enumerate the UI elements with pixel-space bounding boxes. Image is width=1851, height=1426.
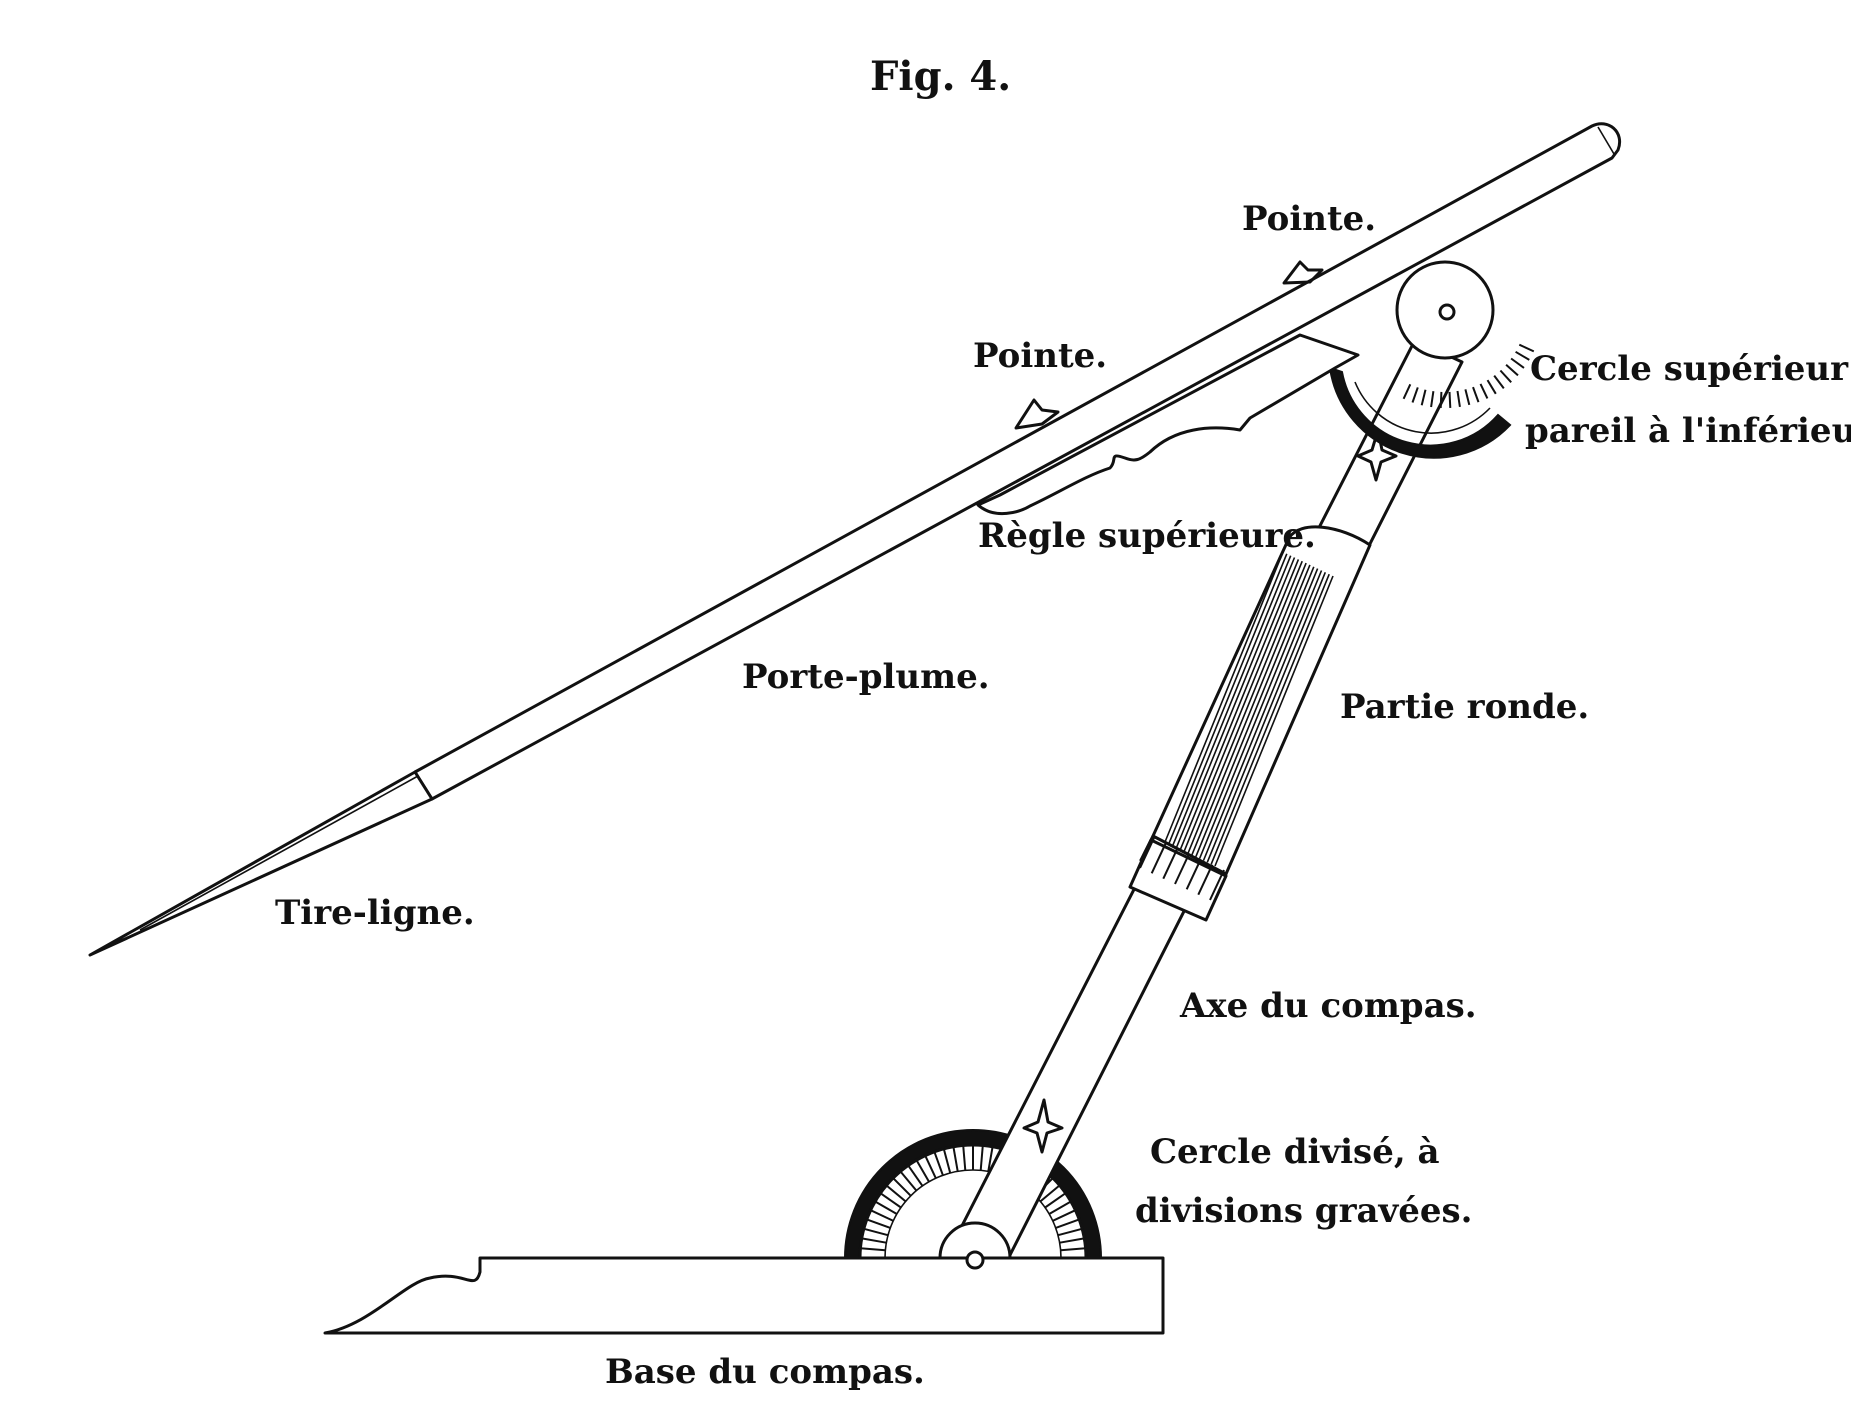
knurl-line <box>1210 573 1330 865</box>
graduation-tick <box>899 1170 918 1192</box>
graduation-tick <box>1499 369 1512 383</box>
graduation-tick <box>924 1155 937 1179</box>
graduation-tick <box>1456 390 1461 408</box>
lower-pivot-hole <box>965 1250 985 1270</box>
knurl-line <box>1183 560 1303 852</box>
graduation-tick <box>1518 343 1535 353</box>
graduation-tick <box>1493 375 1505 389</box>
upper-circle <box>1328 260 1535 459</box>
label-pointe-lower: Pointe. <box>973 336 1107 376</box>
knurl-line <box>1206 571 1327 863</box>
graduation-tick <box>1411 387 1419 403</box>
graduation-tick <box>874 1200 898 1215</box>
graduation-tick <box>1486 379 1497 395</box>
knurl-line <box>1179 559 1300 850</box>
graduation-tick <box>863 1227 889 1237</box>
graduation-tick <box>933 1151 944 1176</box>
label-axe-du-compas: Axe du compas. <box>1179 986 1477 1026</box>
graduation-tick <box>1448 391 1452 408</box>
graduation-tick <box>1472 386 1480 403</box>
knurl-line <box>1191 564 1311 856</box>
graduation-tick <box>1439 391 1443 408</box>
label-cercle-superieur-line1: Cercle supérieur <box>1530 349 1849 389</box>
collar-ridge <box>1174 853 1190 885</box>
graduation-tick <box>1464 389 1471 406</box>
label-pointe-upper: Pointe. <box>1242 199 1376 239</box>
graduation-tick <box>879 1192 902 1209</box>
knurl-line <box>1198 568 1319 859</box>
graduation-tick <box>892 1177 912 1197</box>
graduation-tick <box>1510 357 1525 369</box>
graduation-tick <box>1052 1209 1076 1222</box>
graduation-tick <box>1039 1184 1061 1203</box>
graduation-tick <box>1420 389 1427 406</box>
collar-ridge <box>1139 837 1155 869</box>
point-ornament-lower <box>1014 398 1060 430</box>
figure-title: Fig. 4. <box>870 53 1011 100</box>
graduation-tick <box>915 1159 930 1183</box>
knurl-line <box>1187 562 1307 854</box>
graduation-tick <box>866 1218 891 1229</box>
collar-ridge <box>1197 864 1214 896</box>
knurl-line <box>1202 570 1323 861</box>
label-tire-ligne: Tire-ligne. <box>275 893 475 933</box>
graduation-tick <box>962 1145 967 1171</box>
graduation-tick <box>1055 1218 1080 1229</box>
label-partie-ronde: Partie ronde. <box>1340 687 1589 727</box>
label-porte-plume: Porte-plume. <box>742 657 990 697</box>
graduation-tick <box>1479 383 1489 399</box>
knurl-line <box>1168 553 1288 845</box>
graduation-tick <box>1430 391 1435 408</box>
knurl-line <box>1214 575 1334 867</box>
graduation-tick <box>870 1209 894 1222</box>
graduation-tick <box>1060 1247 1086 1252</box>
graduation-tick <box>1505 363 1519 377</box>
point-ornament-upper <box>1282 260 1324 285</box>
collar-ridge <box>1150 842 1167 874</box>
upper-pivot-hole <box>1438 303 1456 321</box>
knurl-line <box>1171 555 1292 847</box>
graduation-tick <box>952 1146 959 1172</box>
graduation-tick <box>1044 1192 1067 1209</box>
graduation-tick <box>1059 1237 1085 1244</box>
lower-pivot <box>938 1221 1012 1270</box>
graduation-tick <box>1402 383 1412 400</box>
label-regle-superieure: Règle supérieure. <box>978 516 1316 556</box>
pen-holder <box>413 122 1622 801</box>
graduation-tick <box>979 1145 984 1171</box>
collar-ridge <box>1185 858 1202 890</box>
graduation-tick <box>1048 1200 1072 1215</box>
graduation-tick <box>860 1247 886 1252</box>
knurl-line <box>1175 557 1296 848</box>
label-cercle-divise-line2: divisions gravées. <box>1135 1191 1473 1231</box>
compass-base <box>323 1256 1165 1335</box>
graduation-tick <box>987 1146 994 1172</box>
label-cercle-divise-line1: Cercle divisé, à <box>1150 1132 1440 1172</box>
label-cercle-superieur-line2: pareil à l'inférieur. <box>1525 411 1851 451</box>
collar-ridge <box>1209 869 1225 901</box>
graduation-tick <box>1515 350 1530 361</box>
knurl-line <box>1164 551 1284 843</box>
graduation-tick <box>1057 1227 1083 1237</box>
drawing-pen <box>88 770 434 957</box>
graduation-tick <box>942 1148 952 1174</box>
graduation-tick <box>907 1164 924 1187</box>
graduation-tick <box>885 1184 907 1203</box>
collar-ridge <box>1162 848 1179 880</box>
graduation-tick <box>861 1237 887 1244</box>
label-base-du-compas: Base du compas. <box>605 1352 925 1392</box>
round-handle <box>1128 525 1372 922</box>
upper-ruler <box>976 333 1360 515</box>
knurl-line <box>1195 566 1315 858</box>
